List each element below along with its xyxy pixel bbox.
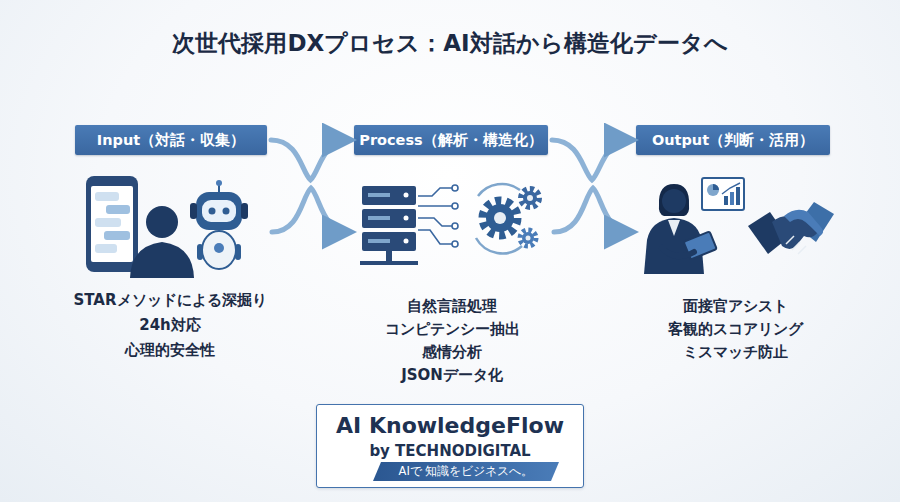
tagline-band: AIで 知識をビジネスへ。 (373, 462, 559, 481)
chart-board (702, 178, 744, 210)
tagline-text: AIで 知識をビジネスへ。 (399, 464, 534, 479)
feature-text: 感情分析 (302, 343, 602, 362)
stage-header-band: Process（解析・構造化） (354, 125, 548, 155)
stage-header-band: Input（対話・収集） (75, 125, 267, 155)
candidate-silhouette (130, 206, 194, 278)
brand-byline: by TECHNODIGITAL (317, 442, 583, 460)
stage-header-band: Output（判断・活用） (636, 125, 830, 155)
flow-curve (272, 188, 350, 232)
handshake-icon (748, 202, 834, 254)
flow-connector (552, 140, 632, 180)
feature-text: ミスマッチ防止 (585, 343, 885, 362)
brand-box: AI KnowledgeFlow by TECHNODIGITAL AIで 知識をビ… (316, 404, 584, 488)
feature-text: STARメソッドによる深掘り (20, 291, 320, 310)
brand-name: AI KnowledgeFlow (317, 413, 583, 438)
feature-text: 面接官アシスト (585, 297, 885, 316)
feature-text: 心理的安全性 (20, 341, 320, 360)
header-text: Process（解析・構造化） (359, 131, 542, 150)
feature-text: JSONデータ化 (302, 366, 602, 385)
interviewer-silhouette (644, 184, 717, 274)
tagline-fill (373, 462, 559, 481)
server-stack (360, 186, 418, 265)
feature-text: 24h対応 (20, 316, 320, 335)
robot-icon (190, 180, 248, 269)
feature-text: 客観的スコアリング (585, 320, 885, 339)
feature-text: 自然言語処理 (302, 297, 602, 316)
header-text: Output（判断・活用） (652, 131, 814, 150)
flow-curve (554, 188, 632, 232)
header-text: Input（対話・収集） (97, 131, 245, 150)
flow-connector (271, 140, 350, 180)
data-lines (418, 185, 458, 247)
gear-icons (476, 184, 539, 253)
smartphone-icon (86, 176, 138, 272)
feature-text: コンピテンシー抽出 (302, 320, 602, 339)
diagram-title: 次世代採用DXプロセス：AI対話から構造化データへ (0, 28, 900, 59)
